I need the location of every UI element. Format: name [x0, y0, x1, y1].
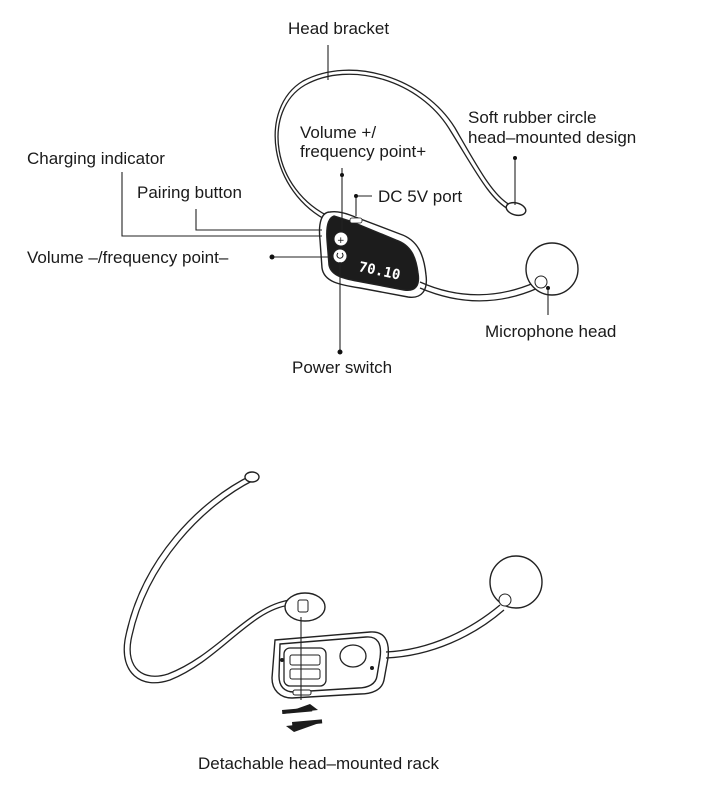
- microphone-head-ball-2: [489, 555, 543, 609]
- headset-detached-view: [123, 471, 543, 732]
- label-detachable-caption: Detachable head–mounted rack: [198, 754, 439, 773]
- dc-port[interactable]: [349, 217, 363, 224]
- label-head-bracket: Head bracket: [288, 19, 389, 38]
- label-power-switch: Power switch: [292, 358, 392, 377]
- label-dc-port: DC 5V port: [378, 187, 462, 206]
- detachable-rack-wire: [123, 474, 291, 684]
- label-volume-plus-2: frequency point+: [300, 142, 426, 161]
- headset-top-view: 70.10 +: [121, 45, 579, 355]
- rubber-circle-tip: [505, 201, 527, 217]
- label-volume-minus: Volume –/frequency point–: [27, 248, 229, 267]
- label-soft-rubber-2: head–mounted design: [468, 128, 636, 147]
- label-soft-rubber-1: Soft rubber circle: [468, 108, 597, 127]
- power-button[interactable]: [332, 248, 348, 264]
- label-charging-indicator: Charging indicator: [27, 149, 165, 168]
- label-pairing-button: Pairing button: [137, 183, 242, 202]
- mic-boom-wire: [419, 281, 537, 296]
- head-bracket-wire: [277, 73, 511, 219]
- rack-slot[interactable]: [283, 647, 327, 687]
- swap-arrows-icon: [282, 704, 323, 732]
- microphone-head-ball: [525, 242, 579, 296]
- svg-text:+: +: [337, 236, 345, 246]
- volume-plus-button[interactable]: [333, 231, 349, 247]
- label-microphone-head: Microphone head: [485, 322, 616, 341]
- label-volume-plus-1: Volume +/: [300, 123, 376, 142]
